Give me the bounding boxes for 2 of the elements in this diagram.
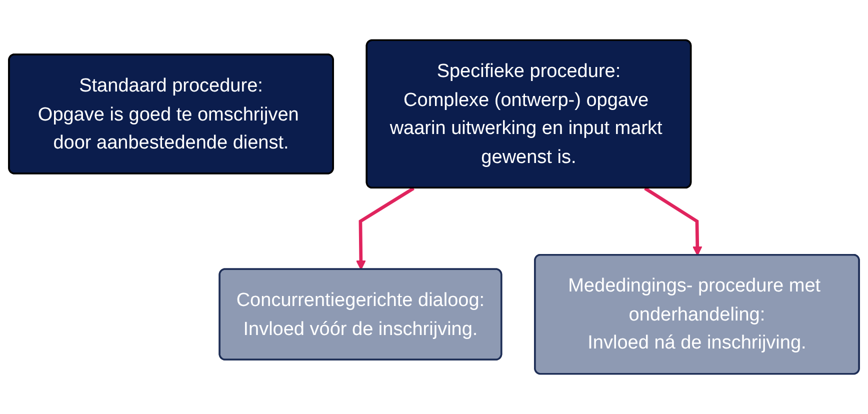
arrow bbox=[356, 186, 414, 270]
arrow bbox=[644, 186, 702, 256]
